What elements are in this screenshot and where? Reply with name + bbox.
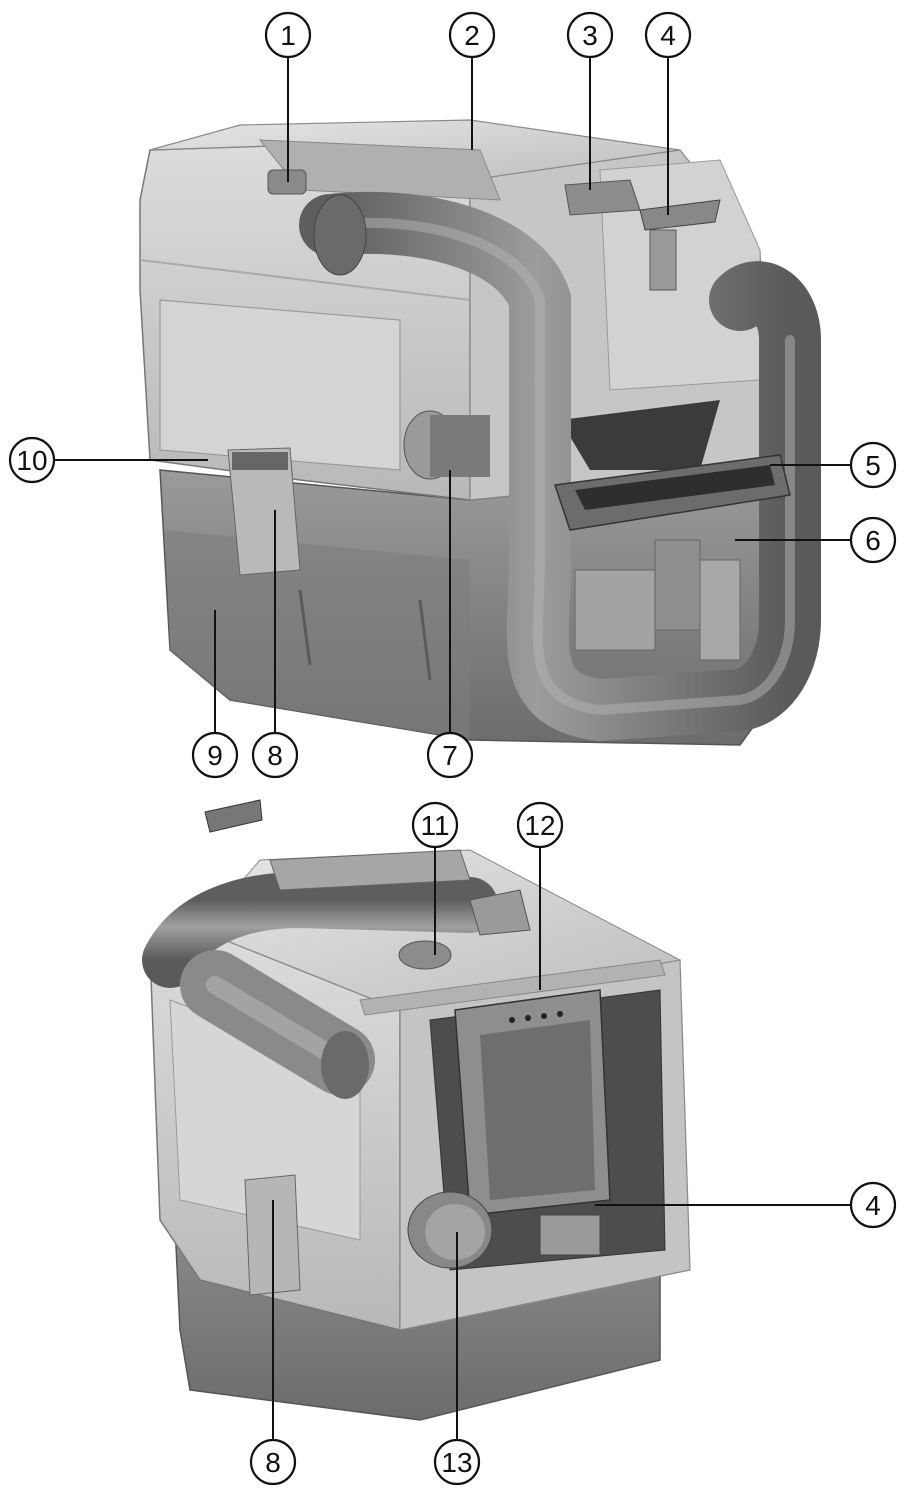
callout-c6: 6 xyxy=(735,516,897,564)
callout-number: 6 xyxy=(865,525,881,556)
callout-circle xyxy=(426,731,474,779)
callout-circle xyxy=(191,731,239,779)
callout-circle xyxy=(249,1438,297,1486)
callout-number: 4 xyxy=(660,20,676,51)
callout-c10: 10 xyxy=(8,436,208,484)
callout-number: 4 xyxy=(865,1190,881,1221)
callout-number: 3 xyxy=(582,20,598,51)
callout-c9: 9 xyxy=(191,610,239,779)
callout-c2: 2 xyxy=(448,11,496,150)
callout-c12: 12 xyxy=(516,801,564,990)
callout-number: 7 xyxy=(442,740,458,771)
callout-number: 2 xyxy=(464,20,480,51)
callout-circle xyxy=(411,801,459,849)
callout-c13: 13 xyxy=(433,1232,481,1486)
callout-c8a: 8 xyxy=(251,510,299,779)
vacuum-front-view xyxy=(139,119,821,746)
callout-circle xyxy=(566,11,614,59)
callout-circle xyxy=(516,801,564,849)
callout-circle xyxy=(8,436,56,484)
callout-circle xyxy=(644,11,692,59)
callout-number: 9 xyxy=(207,740,223,771)
callout-c4b: 4 xyxy=(595,1181,897,1229)
callout-number: 11 xyxy=(420,810,449,841)
callout-circle xyxy=(448,11,496,59)
callout-c1: 1 xyxy=(264,11,312,182)
callout-number: 8 xyxy=(267,740,283,771)
callout-number: 1 xyxy=(280,20,296,51)
callout-number: 12 xyxy=(524,810,555,841)
callout-circle xyxy=(264,11,312,59)
callout-number: 13 xyxy=(441,1447,472,1478)
callout-number: 8 xyxy=(265,1447,281,1478)
callout-circle xyxy=(433,1438,481,1486)
callout-circle xyxy=(849,1181,897,1229)
callout-c5: 5 xyxy=(770,441,897,489)
callout-circle xyxy=(849,441,897,489)
callout-circle xyxy=(251,731,299,779)
callout-number: 10 xyxy=(16,445,47,476)
vacuum-rear-view xyxy=(142,799,691,1421)
callout-number: 5 xyxy=(865,450,881,481)
callout-c3: 3 xyxy=(566,11,614,190)
callout-circle xyxy=(849,516,897,564)
callout-c7: 7 xyxy=(426,470,474,779)
callout-c11: 11 xyxy=(411,801,459,955)
callout-c8b: 8 xyxy=(249,1200,297,1486)
callout-c4a: 4 xyxy=(644,11,692,215)
